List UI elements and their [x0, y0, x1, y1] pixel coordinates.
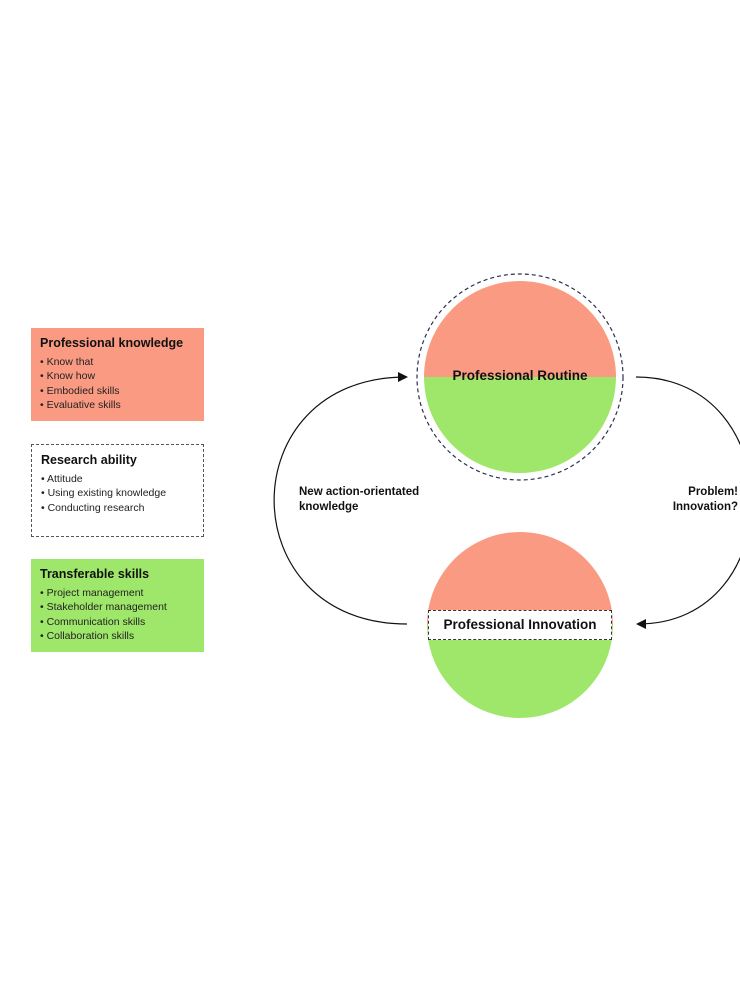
list-item: Collaboration skills	[40, 629, 195, 643]
left-cycle-arrow	[273, 372, 408, 625]
transferable-skills-title: Transferable skills	[40, 567, 150, 581]
research-ability-box: Research ability Attitude Using existing…	[31, 444, 204, 537]
problem-line-2: Innovation?	[672, 501, 738, 513]
list-item: Conducting research	[41, 501, 194, 515]
list-item: Know how	[40, 369, 195, 383]
list-item: Stakeholder management	[40, 600, 195, 614]
transferable-skills-box: Transferable skills Project management S…	[31, 559, 204, 652]
new-knowledge-label: New action-orientated knowledge	[299, 485, 449, 515]
professional-knowledge-title: Professional knowledge	[40, 336, 184, 350]
research-ability-title: Research ability	[41, 453, 137, 467]
list-item: Embodied skills	[40, 384, 195, 398]
list-item: Attitude	[41, 472, 194, 486]
list-item: Evaluative skills	[40, 398, 195, 412]
list-item: Communication skills	[40, 615, 195, 629]
new-knowledge-line-1: New action-orientated	[299, 486, 420, 498]
professional-routine-label: Professional Routine	[452, 368, 588, 383]
professional-knowledge-box: Professional knowledge Know that Know ho…	[31, 328, 204, 421]
professional-routine-node	[416, 273, 624, 481]
new-knowledge-line-2: knowledge	[299, 501, 359, 513]
problem-line-1: Problem!	[688, 486, 738, 498]
routine-bottom-half	[424, 377, 616, 473]
list-item: Know that	[40, 355, 195, 369]
research-ability-list: Attitude Using existing knowledge Conduc…	[41, 472, 194, 515]
routine-top-half	[424, 281, 616, 377]
routine-dashed-ring	[416, 273, 624, 481]
list-item: Project management	[40, 586, 195, 600]
list-item: Using existing knowledge	[41, 486, 194, 500]
right-cycle-arrow	[635, 376, 740, 629]
professional-knowledge-list: Know that Know how Embodied skills Evalu…	[40, 355, 195, 412]
professional-innovation-label: Professional Innovation	[428, 610, 612, 640]
problem-innovation-label: Problem! Innovation?	[640, 485, 738, 515]
transferable-skills-list: Project management Stakeholder managemen…	[40, 586, 195, 643]
